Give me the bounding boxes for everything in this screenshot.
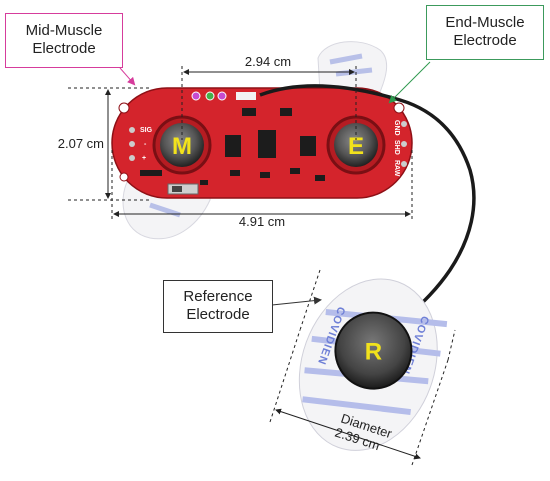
end-muscle-electrode: E — [326, 115, 386, 175]
mid-callout-arrow — [119, 67, 136, 86]
end-callout-line1: End-Muscle — [445, 14, 525, 31]
ref-callout-line1: Reference — [183, 288, 253, 305]
mid-muscle-electrode: M — [152, 115, 212, 175]
reference-electrode-letter: R — [365, 339, 382, 366]
svg-text:SIG: SIG — [140, 127, 153, 134]
right-pin-labels: GND SHD RAW — [393, 120, 407, 177]
diameter-dimension-line — [275, 408, 421, 460]
mid-electrode-letter: M — [172, 133, 192, 160]
board-width-label: 4.91 cm — [239, 214, 285, 229]
left-pin-labels: SIG - + — [129, 127, 153, 162]
svg-text:-: - — [144, 141, 147, 148]
svg-text:GND: GND — [393, 120, 400, 136]
reference-cable — [259, 84, 476, 322]
right-adhesive-pad — [317, 41, 388, 93]
electrode-spacing-label: 2.94 cm — [245, 54, 291, 69]
reference-callout: Reference Electrode — [163, 280, 273, 333]
end-muscle-callout: End-Muscle Electrode — [426, 5, 544, 60]
end-callout-line2: Electrode — [453, 32, 517, 49]
end-callout-arrow — [388, 61, 431, 104]
svg-text:SHD: SHD — [393, 140, 400, 155]
reference-electrode: COVIDIEN COVIDIEN R — [298, 278, 448, 451]
svg-text:RAW: RAW — [393, 160, 400, 177]
end-electrode-letter: E — [348, 133, 364, 160]
mid-callout-line2: Electrode — [32, 40, 96, 57]
mid-callout-line1: Mid-Muscle — [25, 22, 103, 39]
ref-callout-arrow — [271, 296, 322, 306]
mid-muscle-callout: Mid-Muscle Electrode — [5, 13, 123, 68]
board-height-label: 2.07 cm — [58, 136, 104, 151]
dimension-guides — [68, 66, 456, 466]
ref-callout-line2: Electrode — [186, 306, 250, 323]
svg-text:+: + — [142, 155, 146, 162]
